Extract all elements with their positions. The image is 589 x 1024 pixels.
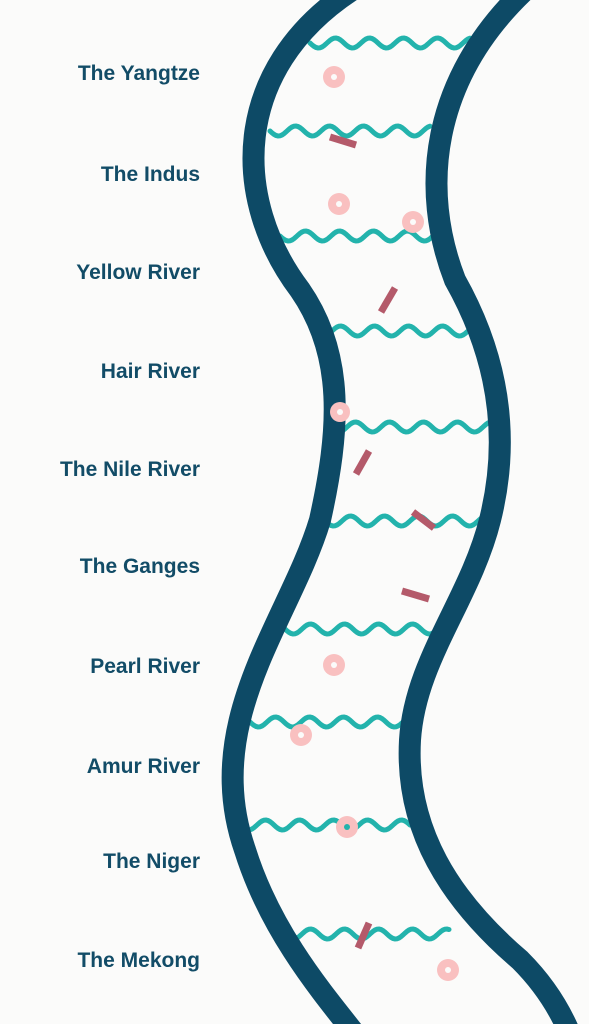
river-left-bank (221, 0, 362, 1024)
dash-mark (328, 133, 358, 149)
dash-mark (401, 587, 430, 603)
dash-mark (354, 921, 373, 950)
river-dashes (328, 133, 437, 950)
ring-icon (290, 724, 312, 746)
river-right-bank (398, 0, 578, 1024)
river-label-ganges: The Ganges (79, 555, 200, 578)
ring-icon (323, 66, 345, 88)
river-label-amur: Amur River (86, 755, 200, 778)
wave-line (327, 419, 497, 435)
river-label-mekong: The Mekong (77, 949, 200, 972)
river-label-pearl: Pearl River (90, 655, 200, 678)
river-label-yangtze: The Yangtze (77, 62, 200, 85)
ring-icon (402, 211, 424, 233)
river-label-niger: The Niger (103, 850, 200, 873)
river-label-nile: The Nile River (59, 458, 200, 481)
dash-mark (352, 449, 373, 476)
ring-icon (323, 654, 345, 676)
ring-icon (330, 402, 350, 422)
river-labels: The Yangtze The Indus Yellow River Hair … (0, 0, 200, 1024)
ring-icon (437, 959, 459, 981)
wave-line (282, 621, 442, 637)
wave-line (282, 926, 452, 942)
wave-line (267, 123, 433, 139)
river-rings (290, 66, 459, 981)
wave-line (247, 714, 413, 730)
wave-line (312, 323, 478, 339)
wave-line (237, 817, 413, 833)
ring-icon (336, 816, 358, 838)
river-waves (237, 35, 497, 942)
wave-line (307, 35, 473, 51)
ring-icon (328, 193, 350, 215)
wave-line (277, 228, 443, 244)
river-label-indus: The Indus (100, 163, 200, 186)
river-label-hair: Hair River (100, 360, 200, 383)
wave-line (322, 513, 488, 529)
dash-mark (410, 509, 437, 531)
river-label-yellow: Yellow River (76, 261, 200, 284)
dash-mark (377, 286, 399, 314)
